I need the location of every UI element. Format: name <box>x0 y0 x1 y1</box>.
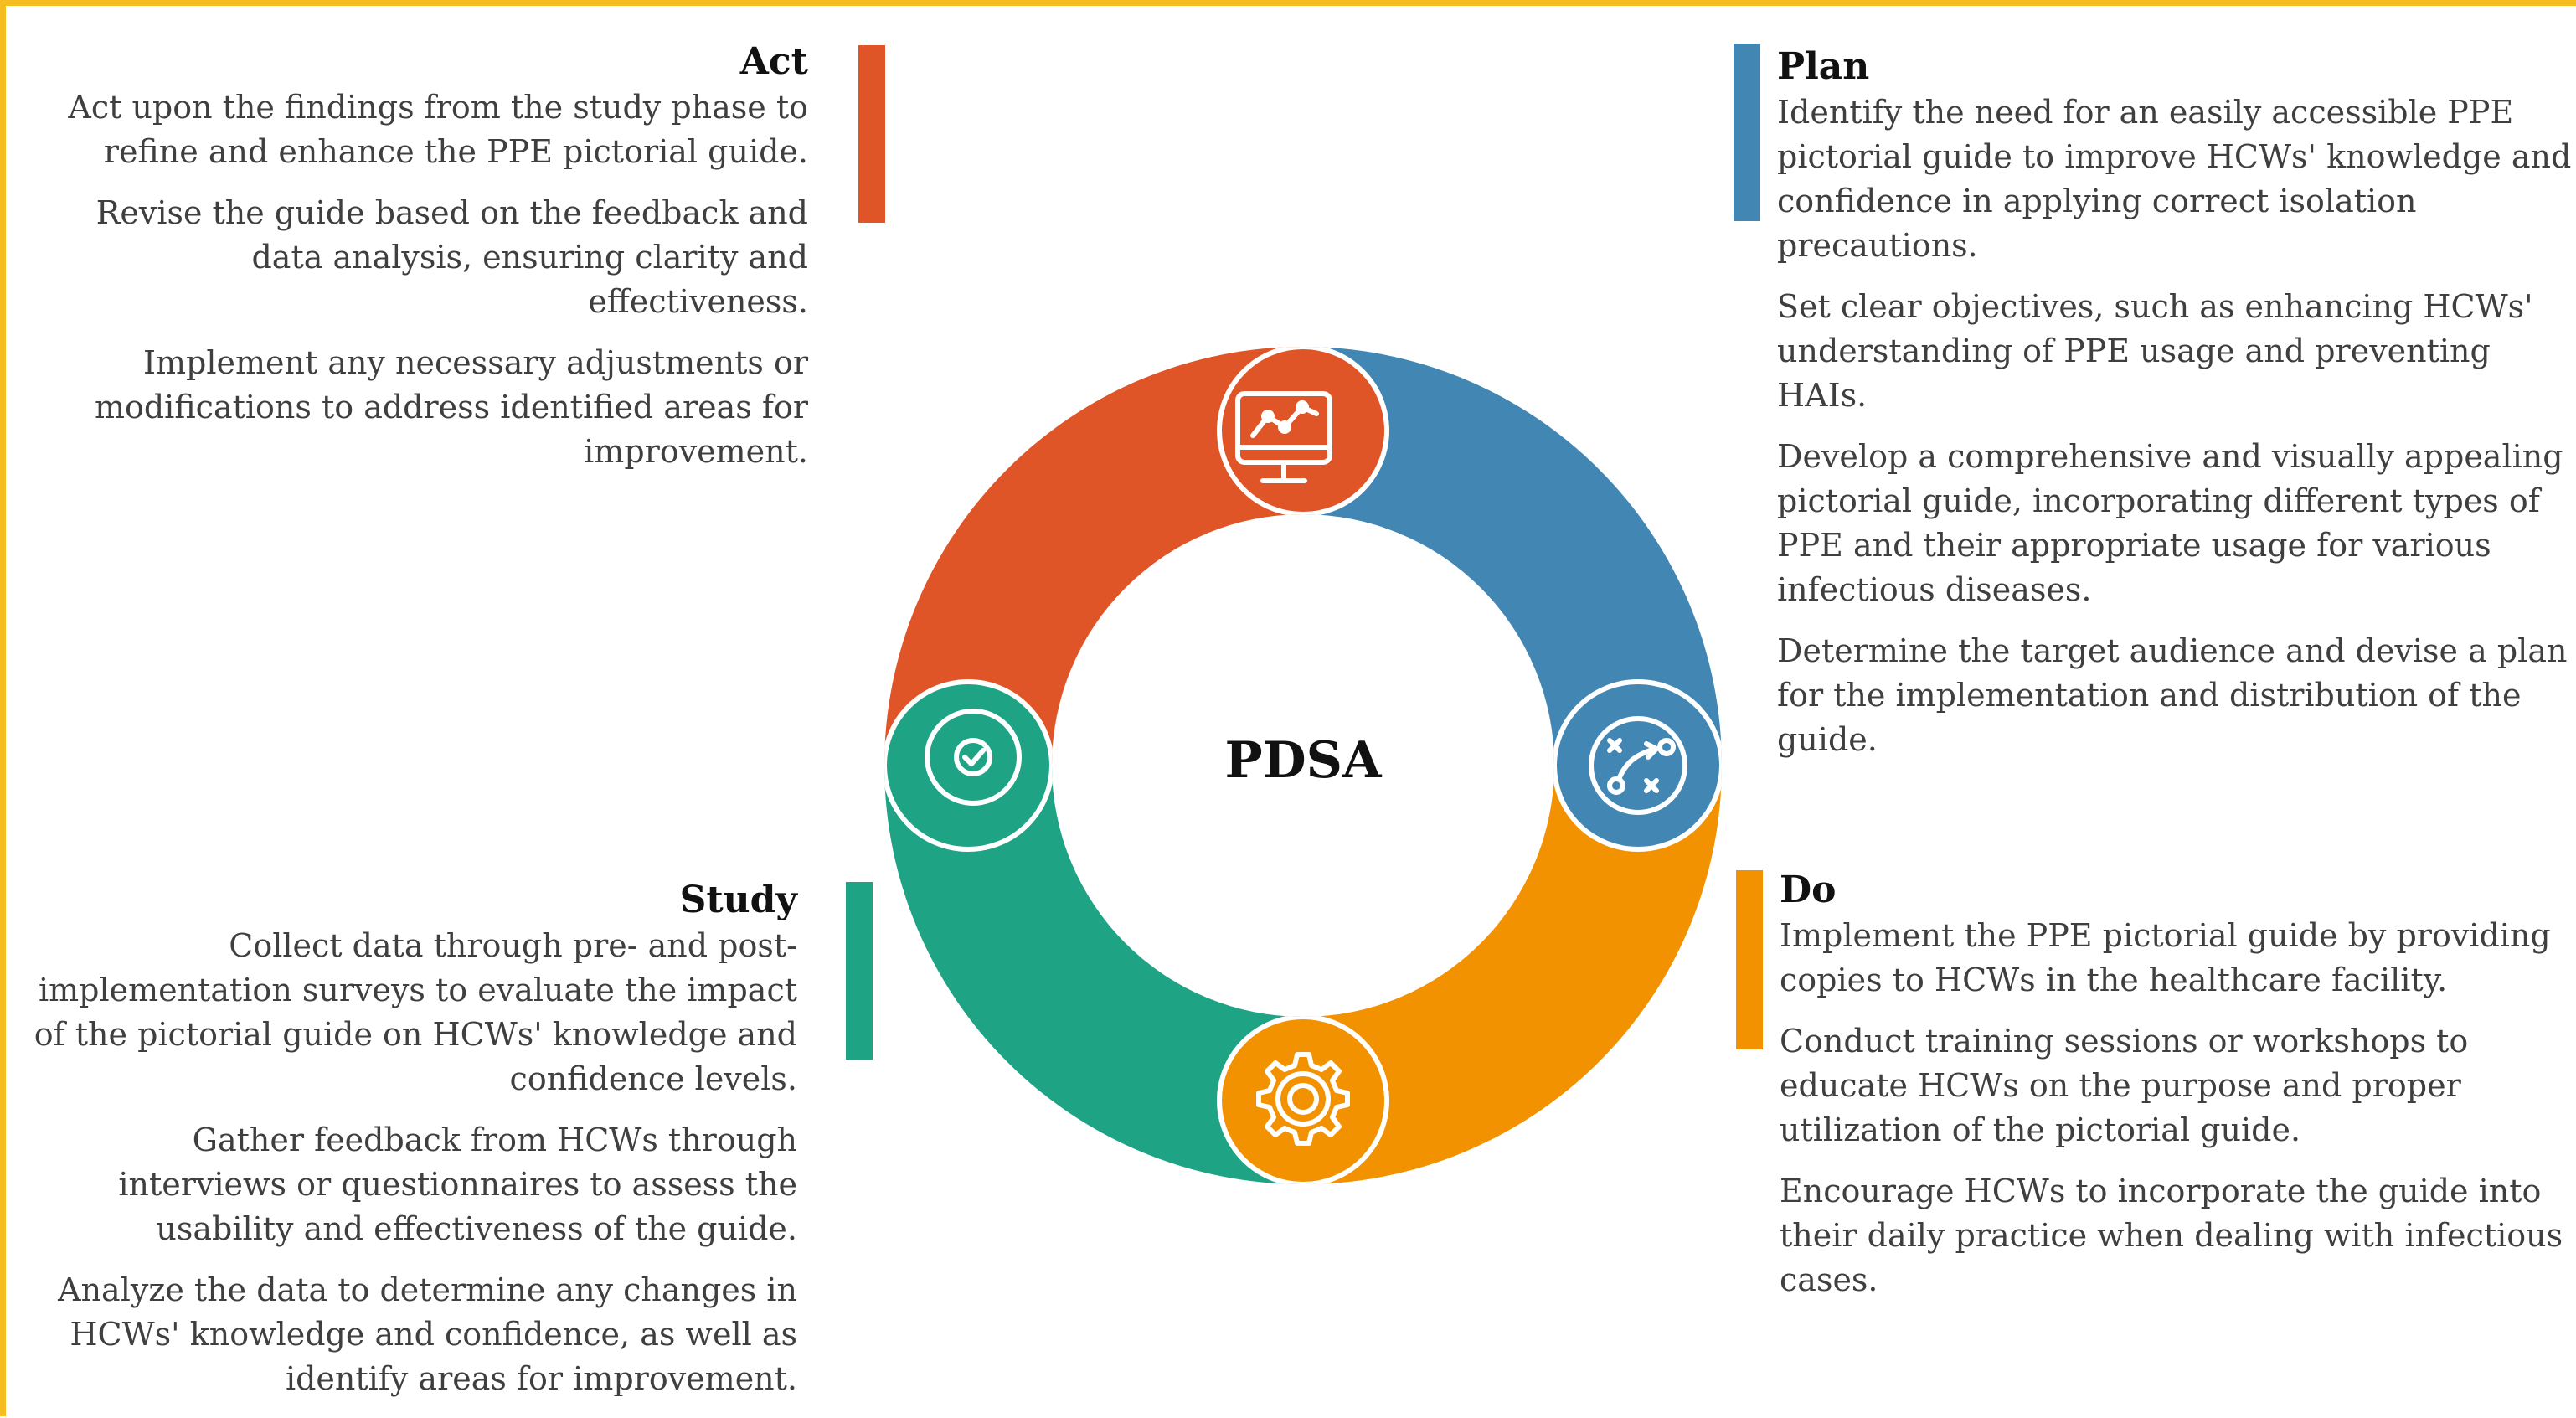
gear-icon <box>1256 1052 1350 1146</box>
act-paragraph: Revise the guide based on the feedback a… <box>95 194 808 320</box>
study-paragraph: Gather feedback from HCWs through interv… <box>118 1122 797 1247</box>
study-paragraph: Analyze the data to determine any change… <box>58 1271 797 1397</box>
study-section: Study Collect data through pre- and post… <box>33 877 873 1418</box>
strategy-icon <box>1589 716 1687 815</box>
check-circle-icon <box>925 709 1022 806</box>
study-title: Study <box>679 879 797 921</box>
study-color-bar <box>846 882 873 1060</box>
act-title: Act <box>739 40 808 83</box>
act-paragraph: Implement any necessary adjustments or m… <box>94 344 808 470</box>
do-paragraph: Conduct training sessions or workshops t… <box>1780 1023 2469 1148</box>
plan-color-bar <box>1734 44 1760 221</box>
act-color-bar <box>858 45 885 223</box>
do-section: Do Implement the PPE pictorial guide by … <box>1736 867 2575 1319</box>
study-cap <box>884 679 1054 852</box>
plan-title: Plan <box>1777 45 1870 88</box>
do-paragraph: Implement the PPE pictorial guide by pro… <box>1780 917 2551 998</box>
study-paragraph: Collect data through pre- and post-imple… <box>33 927 797 1097</box>
act-section: Act Act upon the findings from the study… <box>33 39 885 491</box>
center-label: PDSA <box>1224 731 1382 790</box>
monitor-chart-icon <box>1235 391 1332 483</box>
act-paragraph: Act upon the findings from the study pha… <box>68 89 808 170</box>
plan-paragraph: Determine the target audience and devise… <box>1777 632 2568 758</box>
do-paragraph: Encourage HCWs to incorporate the guide … <box>1780 1173 2563 1298</box>
plan-cap <box>1552 679 1722 852</box>
do-title: Do <box>1780 869 1837 911</box>
do-cap <box>1217 1014 1389 1184</box>
act-cap <box>1217 347 1389 517</box>
plan-paragraph: Develop a comprehensive and visually app… <box>1777 438 2563 608</box>
do-color-bar <box>1736 870 1763 1049</box>
plan-paragraph: Set clear objectives, such as enhancing … <box>1777 288 2533 414</box>
pdsa-cycle-diagram <box>884 347 1722 1184</box>
plan-paragraph: Identify the need for an easily accessib… <box>1777 94 2572 264</box>
plan-section: Plan Identify the need for an easily acc… <box>1734 44 2576 779</box>
